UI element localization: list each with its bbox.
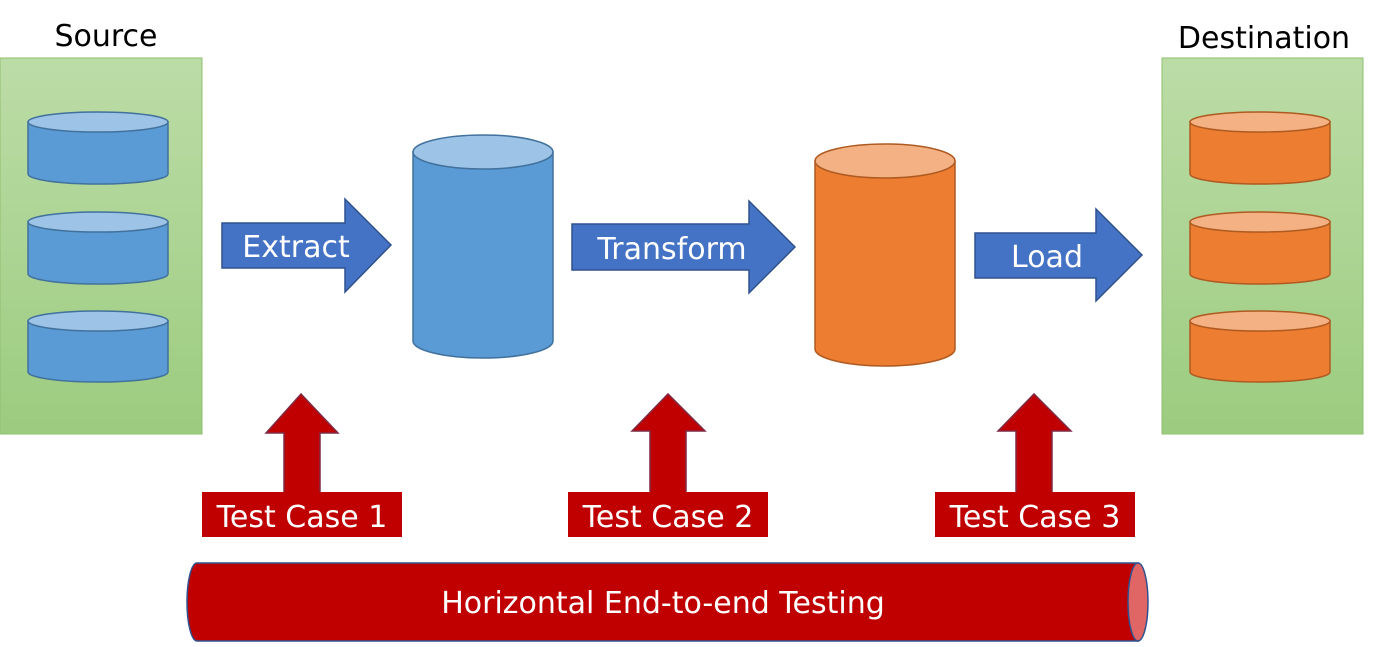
staging-database-icon [412, 134, 554, 359]
transform-label: Transform [596, 232, 746, 267]
transformed-database-icon [814, 143, 956, 367]
test-case-1-label: Test Case 1 [216, 500, 388, 535]
destination-title: Destination [1178, 21, 1350, 56]
load-label: Load [1011, 240, 1083, 275]
test-case-3-label: Test Case 3 [949, 500, 1121, 535]
source-title: Source [54, 19, 157, 54]
extract-label: Extract [242, 230, 350, 265]
source-database-icon [27, 310, 169, 383]
test-case-2: Test Case 2 [568, 392, 768, 537]
destination-panel: Destination [1161, 21, 1364, 435]
test-case-1: Test Case 1 [202, 392, 402, 537]
end-to-end-label: Horizontal End-to-end Testing [441, 586, 885, 621]
destination-database-icon [1189, 111, 1331, 185]
destination-database-icon [1189, 211, 1331, 285]
source-database-icon [27, 211, 169, 285]
extract-arrow: Extract [221, 197, 393, 294]
test-case-2-label: Test Case 2 [582, 500, 754, 535]
destination-database-icon [1189, 310, 1331, 383]
source-panel: Source [0, 19, 203, 435]
transform-arrow: Transform [571, 199, 797, 295]
load-arrow: Load [974, 207, 1144, 303]
end-to-end-banner: Horizontal End-to-end Testing [186, 562, 1149, 642]
source-database-icon [27, 111, 169, 185]
test-case-3: Test Case 3 [935, 392, 1135, 537]
